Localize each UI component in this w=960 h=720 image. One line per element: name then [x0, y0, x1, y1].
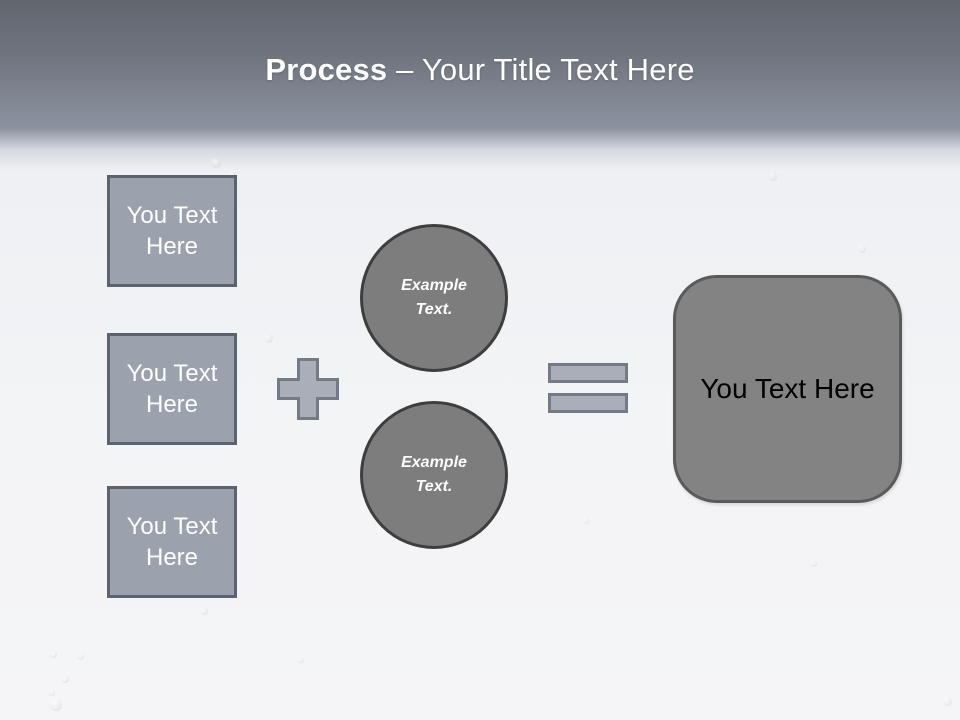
- left-box-3-label: You Text Here: [126, 513, 218, 571]
- left-box-1-label: You Text Here: [126, 202, 218, 260]
- droplet: [211, 158, 221, 168]
- droplet: [77, 653, 84, 660]
- left-box-3: You Text Here: [107, 486, 237, 598]
- plus-icon: [277, 358, 339, 420]
- result-box: You Text Here: [673, 275, 902, 503]
- left-box-1: You Text Here: [107, 175, 237, 287]
- equals-bar-top: [548, 363, 628, 383]
- equals-icon: [548, 363, 628, 413]
- droplet: [264, 334, 273, 343]
- example-circle-2: Example Text.: [360, 401, 508, 549]
- droplet: [61, 675, 69, 683]
- title-regular-segment: – Your Title Text Here: [387, 52, 695, 87]
- example-circle-1-label: Example Text.: [401, 277, 467, 318]
- example-circle-2-label: Example Text.: [401, 454, 467, 495]
- title-bold-segment: Process: [265, 52, 388, 87]
- droplet: [50, 699, 62, 711]
- droplet: [298, 657, 304, 663]
- slide-title: Process – Your Title Text Here: [0, 52, 960, 88]
- result-box-label: You Text Here: [700, 373, 875, 404]
- droplet: [583, 518, 589, 524]
- equals-bar-bottom: [548, 393, 628, 413]
- droplet: [810, 560, 817, 567]
- droplet: [768, 172, 777, 181]
- droplet: [943, 697, 952, 706]
- droplet: [50, 651, 57, 658]
- droplet: [858, 245, 866, 253]
- left-box-2: You Text Here: [107, 333, 237, 445]
- example-circle-1: Example Text.: [360, 224, 508, 372]
- droplet: [49, 690, 55, 696]
- droplet: [200, 607, 208, 615]
- left-box-2-label: You Text Here: [126, 360, 218, 418]
